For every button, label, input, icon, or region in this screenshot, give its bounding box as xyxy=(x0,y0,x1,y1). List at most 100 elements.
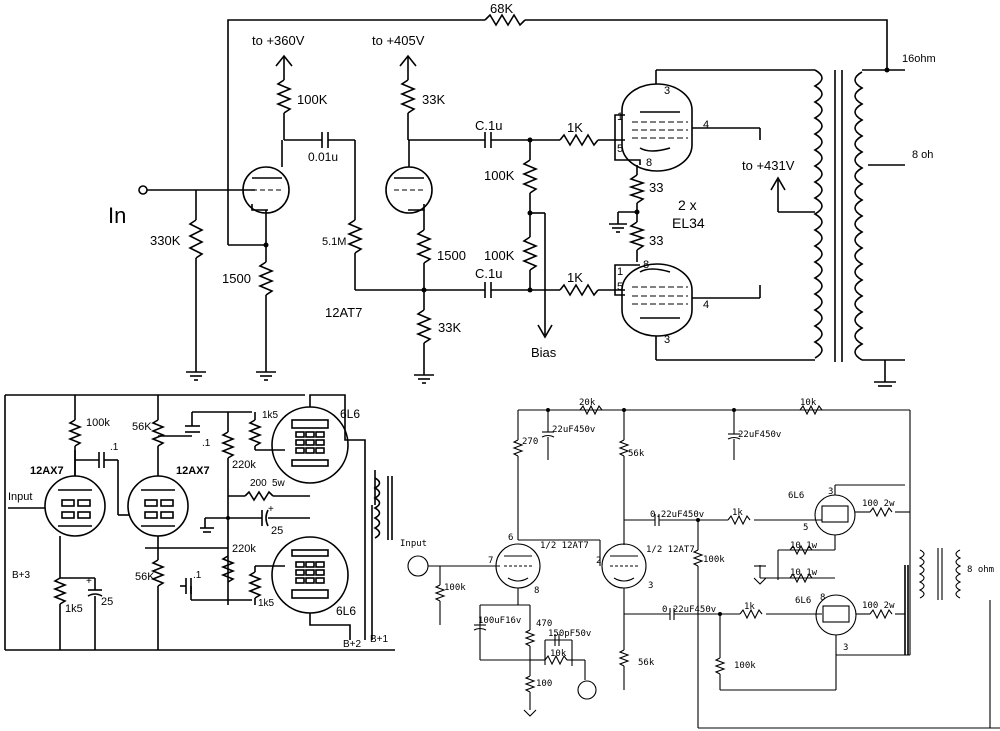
label-8ohm-br: 8 ohm xyxy=(967,565,994,575)
label-022uf-bot: 0.22uF450v xyxy=(662,605,716,615)
svg-text:1: 1 xyxy=(617,111,623,123)
svg-text:5: 5 xyxy=(617,143,623,155)
label-100uf: 100uF16v xyxy=(478,616,521,626)
triode-2 xyxy=(385,166,433,214)
label-200: 200 xyxy=(250,478,267,489)
el34-top: 3 1 5 4 8 xyxy=(614,69,815,172)
label-100-2w-bot: 100 2w xyxy=(862,601,895,611)
label-68k: 68K xyxy=(490,1,513,16)
label-6l6-top-br: 6L6 xyxy=(788,491,804,501)
el34-bottom: 8 1 5 4 3 xyxy=(614,259,815,361)
label-022uf-top: 0.22uF450v xyxy=(650,510,704,520)
label-b1: B+1 xyxy=(370,634,389,645)
label-10-1w-a: 10 1w xyxy=(790,541,818,551)
label-c1-bot: .1 xyxy=(193,570,202,581)
label-100: 100 xyxy=(536,679,552,689)
label-12ax7-left: 12AX7 xyxy=(30,465,64,477)
input-terminal xyxy=(138,185,148,195)
label-c01u-top: C.1u xyxy=(475,118,502,133)
label-330k: 330K xyxy=(150,233,181,248)
label-c1-top: .1 xyxy=(110,442,119,453)
label-12at7: 12AT7 xyxy=(325,305,362,320)
output-transformer xyxy=(770,67,905,387)
svg-text:8: 8 xyxy=(643,259,649,271)
label-220k-bot: 220k xyxy=(232,543,256,555)
label-1k5-top: 1k5 xyxy=(262,410,279,421)
tube-12ax7-left xyxy=(44,475,106,537)
label-56k-bot: 56K xyxy=(135,571,155,583)
svg-text:6: 6 xyxy=(508,533,513,543)
svg-text:3: 3 xyxy=(648,581,653,591)
top-schematic: 68K In 330K to +360V 100K 0.01u 15 xyxy=(108,1,936,387)
input-jack xyxy=(407,555,429,577)
feedback-terminal xyxy=(577,680,597,700)
label-20k: 20k xyxy=(579,398,596,408)
label-431v: to +431V xyxy=(742,158,795,173)
svg-text:5: 5 xyxy=(803,523,808,533)
svg-text:4: 4 xyxy=(703,299,709,311)
label-1k-top: 1K xyxy=(567,120,583,135)
label-1500-cathode: 1500 xyxy=(222,271,251,286)
label-360v: to +360V xyxy=(252,33,305,48)
label-33-b: 33 xyxy=(649,233,663,248)
tube-6l6-top-br xyxy=(814,494,856,536)
label-5m1: 5.1M xyxy=(322,236,346,248)
label-el34: EL34 xyxy=(672,215,705,231)
svg-text:3: 3 xyxy=(828,487,833,497)
svg-text:4: 4 xyxy=(703,119,709,131)
label-56k-plate: 56k xyxy=(628,449,645,459)
label-12at7-a: 1/2 12AT7 xyxy=(540,541,589,551)
svg-text:8: 8 xyxy=(646,157,652,169)
label-25-mid: 25 xyxy=(271,525,283,537)
label-8ohm: 8 oh xyxy=(912,149,933,161)
svg-text:3: 3 xyxy=(664,334,670,346)
label-input-br: Input xyxy=(400,539,427,549)
label-100k: 100k xyxy=(86,417,110,429)
label-10k-fb: 10k xyxy=(550,649,567,659)
label-c01u-bot: C.1u xyxy=(475,266,502,281)
label-1k5-cath: 1k5 xyxy=(65,603,83,615)
svg-text:2: 2 xyxy=(596,556,601,566)
bottom-left-schematic: 100k 12AX7 Input 1k5 25 + B+3 .1 12AX7 xyxy=(4,394,395,651)
svg-text:+: + xyxy=(86,576,92,587)
svg-text:8: 8 xyxy=(820,593,825,603)
label-10-1w-b: 10 1w xyxy=(790,568,818,578)
label-10k-supply: 10k xyxy=(800,398,817,408)
label-5w: 5w xyxy=(272,478,286,489)
svg-text:8: 8 xyxy=(534,586,539,596)
label-56k-top: 56K xyxy=(132,421,152,433)
label-100k-plate: 100K xyxy=(297,92,328,107)
label-12at7-b: 1/2 12AT7 xyxy=(646,545,695,555)
label-1500-pi: 1500 xyxy=(437,248,466,263)
label-6l6-bot: 6L6 xyxy=(336,604,356,618)
label-16ohm: 16ohm xyxy=(902,53,936,65)
label-270: 270 xyxy=(522,437,538,447)
label-33k-tail: 33K xyxy=(438,320,461,335)
label-150pf: 150pF50v xyxy=(548,629,591,639)
bottom-right-schematic: 20k 10k 22uF450v 270 22uF450v 56k Input … xyxy=(400,398,1000,729)
label-100k-grid: 100k xyxy=(703,555,725,565)
label-1k5-bot: 1k5 xyxy=(258,598,275,609)
label-220k-top: 220k xyxy=(232,459,256,471)
label-100k-grid-bot: 100K xyxy=(484,248,515,263)
label-1k-bot: 1K xyxy=(567,270,583,285)
label-bias: Bias xyxy=(531,345,557,360)
label-22uf-right: 22uF450v xyxy=(738,430,781,440)
svg-text:3: 3 xyxy=(843,643,848,653)
label-100k-low: 100k xyxy=(734,661,756,671)
svg-text:5: 5 xyxy=(617,281,623,293)
svg-text:+: + xyxy=(268,504,274,515)
label-56k-low: 56k xyxy=(638,658,655,668)
label-1k-bot-br: 1k xyxy=(744,602,755,612)
label-12ax7-right: 12AX7 xyxy=(176,465,210,477)
label-input-bl: Input xyxy=(8,491,32,503)
label-33-a: 33 xyxy=(649,180,663,195)
label-1k-top-br: 1k xyxy=(732,508,743,518)
label-405v: to +405V xyxy=(372,33,425,48)
label-22uf-top: 22uF450v xyxy=(552,425,595,435)
tube-12ax7-right xyxy=(127,475,189,537)
svg-text:3: 3 xyxy=(664,85,670,97)
label-b2: B+2 xyxy=(343,639,362,650)
